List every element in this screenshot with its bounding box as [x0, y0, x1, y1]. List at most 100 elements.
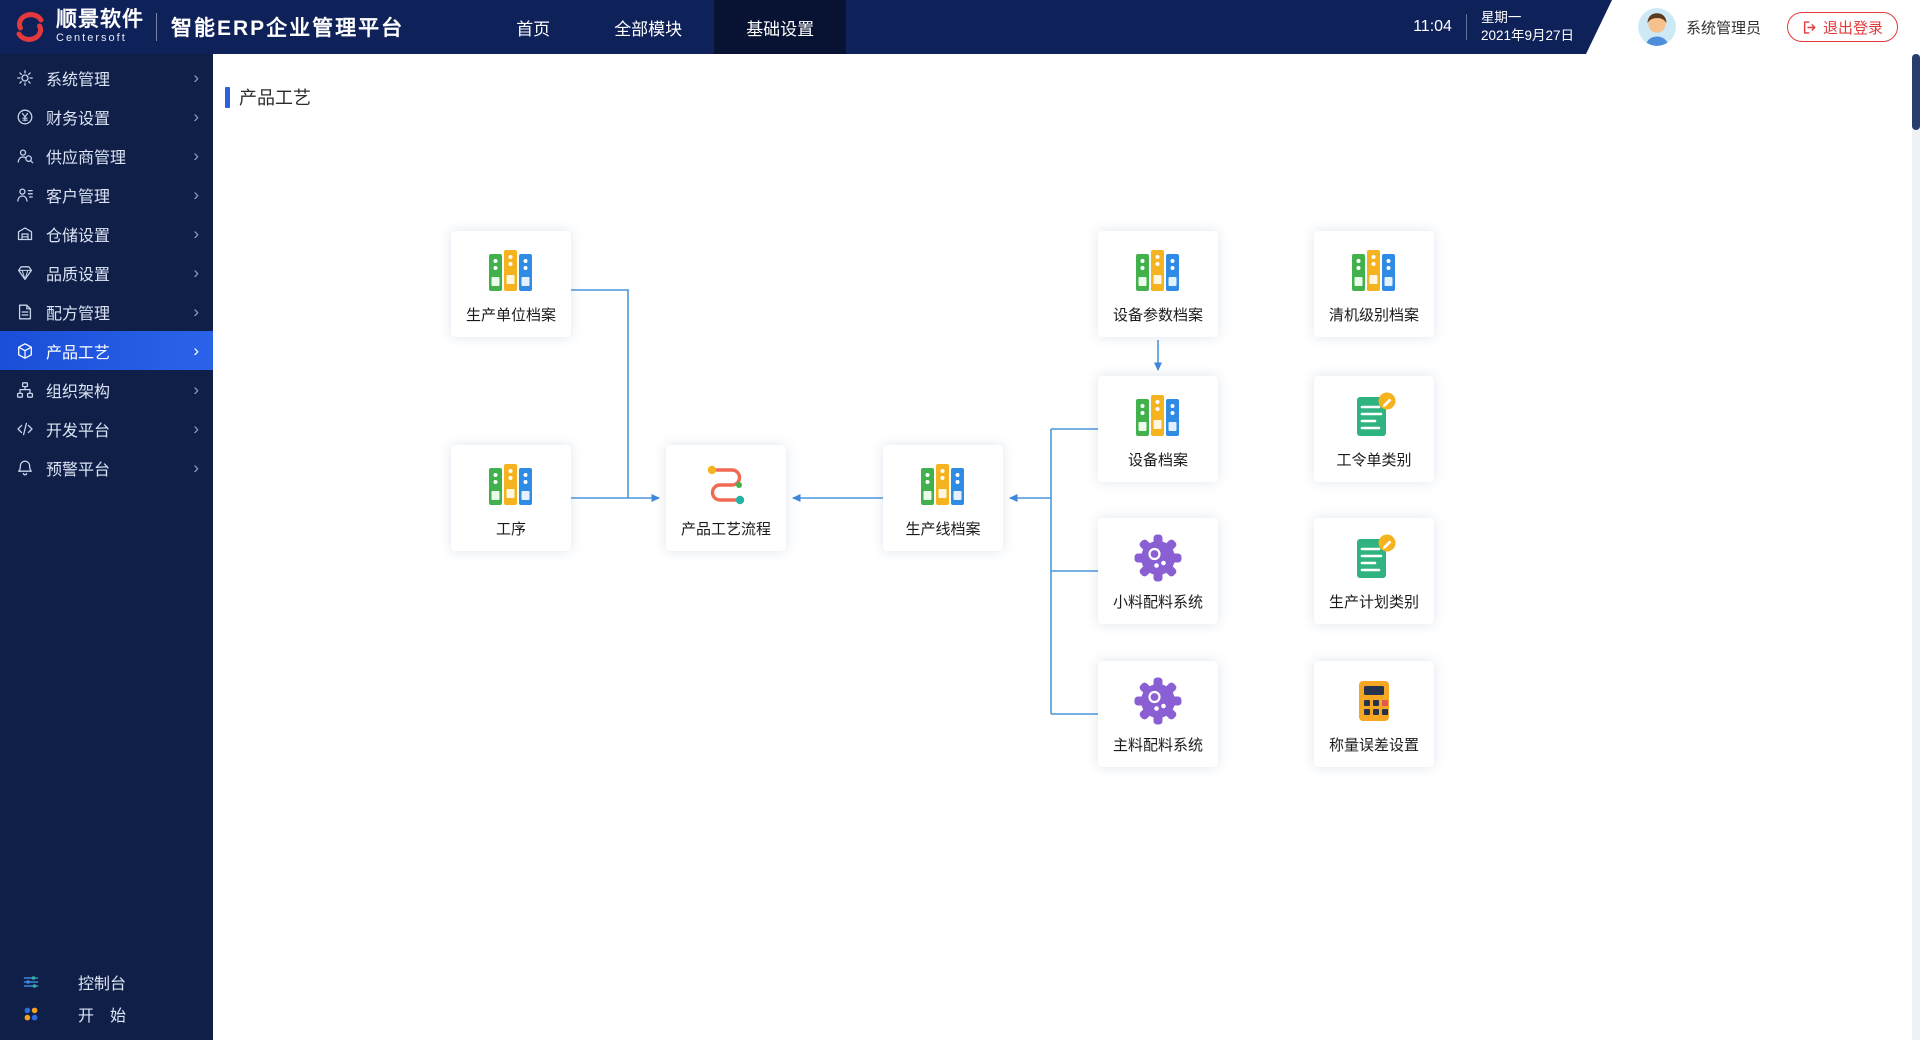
gear-icon [16, 69, 34, 87]
node-minor-ingredient-system[interactable]: 小料配料系统 [1098, 518, 1218, 624]
sidebar-item-warehouse-settings[interactable]: 仓储设置 › [0, 214, 213, 253]
top-nav: 首页 全部模块 基础设置 [484, 0, 847, 54]
sidebar-item-alert-platform[interactable]: 预警平台 › [0, 448, 213, 487]
brand-text: 顺景软件 Centersoft [56, 9, 144, 45]
sidebar-item-label: 品质设置 [46, 266, 111, 284]
clock: 11:04 星期一 2021年9月27日 [1413, 9, 1574, 45]
product-cube-icon [16, 342, 34, 360]
node-work-order-category[interactable]: 工令单类别 [1314, 376, 1434, 482]
node-cleaning-level-archive[interactable]: 清机级别档案 [1314, 231, 1434, 337]
node-equipment-archive[interactable]: 设备档案 [1098, 376, 1218, 482]
worksheet-icon [1346, 530, 1402, 586]
sidebar-item-product-process[interactable]: 产品工艺 › [0, 331, 213, 370]
finance-icon [16, 108, 34, 126]
customer-icon [16, 186, 34, 204]
clock-divider [1465, 14, 1467, 40]
scrollbar-track[interactable] [1912, 54, 1920, 1040]
process-flow-icon [698, 457, 754, 513]
chevron-right-icon: › [193, 146, 199, 165]
start-dots-icon [22, 1005, 40, 1023]
page-header: 产品工艺 [213, 54, 1920, 110]
sidebar-item-label: 仓储设置 [46, 227, 111, 245]
supplier-icon [16, 147, 34, 165]
sidebar-item-label: 开发平台 [46, 422, 111, 440]
calculator-icon [1346, 673, 1402, 729]
clock-weekday: 星期一 [1480, 9, 1522, 25]
chevron-right-icon: › [193, 419, 199, 438]
node-main-ingredient-system[interactable]: 主料配料系统 [1098, 661, 1218, 767]
user-area: 系统管理员 退出登录 [1586, 0, 1920, 54]
node-label: 设备档案 [1127, 452, 1188, 469]
archive-binders-icon [1130, 388, 1186, 444]
brand: 顺景软件 Centersoft [0, 7, 144, 47]
brand-logo-icon [10, 7, 50, 47]
sidebar-item-label: 配方管理 [46, 305, 111, 323]
sidebar-item-label: 预警平台 [46, 461, 111, 479]
brand-name: 顺景软件 [56, 8, 144, 32]
node-product-process-flow[interactable]: 产品工艺流程 [666, 445, 786, 551]
recipe-icon [16, 303, 34, 321]
archive-binders-icon [1130, 243, 1186, 299]
sidebar-item-label: 客户管理 [46, 188, 111, 206]
node-weighing-error-settings[interactable]: 称量误差设置 [1314, 661, 1434, 767]
clock-date-block: 星期一 2021年9月27日 [1481, 9, 1574, 45]
clock-date: 2021年9月27日 [1480, 28, 1574, 43]
chevron-right-icon: › [193, 107, 199, 126]
node-label: 生产单位档案 [465, 307, 556, 324]
code-icon [16, 420, 34, 438]
node-label: 工序 [495, 521, 526, 538]
nav-item-all-modules[interactable]: 全部模块 [614, 19, 683, 39]
start-button[interactable]: 开 始 [0, 998, 213, 1030]
node-label: 主料配料系统 [1112, 737, 1203, 754]
sidebar-item-label: 组织架构 [46, 383, 111, 401]
node-production-plan-category[interactable]: 生产计划类别 [1314, 518, 1434, 624]
sidebar-item-system-management[interactable]: 系统管理 › [0, 58, 213, 97]
nav-item-home[interactable]: 首页 [516, 19, 551, 39]
user-avatar[interactable] [1638, 8, 1676, 46]
sidebar-item-supplier-management[interactable]: 供应商管理 › [0, 136, 213, 175]
title-accent-bar [225, 86, 230, 108]
logout-icon [1802, 20, 1817, 35]
org-chart-icon [16, 381, 34, 399]
node-label: 设备参数档案 [1112, 307, 1203, 324]
node-process[interactable]: 工序 [451, 445, 571, 551]
node-label: 工令单类别 [1336, 452, 1412, 469]
node-label: 产品工艺流程 [680, 521, 771, 538]
logout-label: 退出登录 [1823, 19, 1884, 37]
nav-item-basic-settings[interactable]: 基础设置 [714, 0, 847, 54]
console-sliders-icon [22, 973, 40, 991]
app-title: 智能ERP企业管理平台 [171, 17, 405, 40]
top-header: 顺景软件 Centersoft 智能ERP企业管理平台 首页 全部模块 基础设置… [0, 0, 1920, 54]
sidebar: 系统管理 › 财务设置 › 供应商管理 › 客户管理 › 仓储设置 › 品质设置… [0, 54, 213, 1040]
console-label: 控制台 [78, 976, 127, 993]
sidebar-menu: 系统管理 › 财务设置 › 供应商管理 › 客户管理 › 仓储设置 › 品质设置… [0, 54, 213, 487]
console-button[interactable]: 控制台 [0, 966, 213, 998]
sidebar-item-label: 供应商管理 [46, 149, 127, 167]
chevron-right-icon: › [193, 68, 199, 87]
sidebar-item-finance-settings[interactable]: 财务设置 › [0, 97, 213, 136]
node-equipment-parameter-archive[interactable]: 设备参数档案 [1098, 231, 1218, 337]
brand-subtitle: Centersoft [56, 32, 127, 45]
start-label: 开 始 [78, 1008, 127, 1025]
sidebar-item-recipe-management[interactable]: 配方管理 › [0, 292, 213, 331]
chevron-right-icon: › [193, 224, 199, 243]
chevron-right-icon: › [193, 185, 199, 204]
scrollbar-thumb[interactable] [1912, 54, 1920, 130]
node-production-unit-archive[interactable]: 生产单位档案 [451, 231, 571, 337]
logout-button[interactable]: 退出登录 [1787, 12, 1899, 42]
sidebar-item-label: 财务设置 [46, 110, 111, 128]
user-name: 系统管理员 [1686, 19, 1762, 37]
node-production-line-archive[interactable]: 生产线档案 [883, 445, 1003, 551]
brand-divider [156, 13, 157, 41]
sidebar-item-dev-platform[interactable]: 开发平台 › [0, 409, 213, 448]
chevron-right-icon: › [193, 458, 199, 477]
quality-icon [16, 264, 34, 282]
sidebar-footer: 控制台 开 始 [0, 966, 213, 1040]
chevron-right-icon: › [193, 302, 199, 321]
archive-binders-icon [1346, 243, 1402, 299]
sidebar-item-customer-management[interactable]: 客户管理 › [0, 175, 213, 214]
chevron-right-icon: › [193, 341, 199, 360]
sidebar-item-organization[interactable]: 组织架构 › [0, 370, 213, 409]
sidebar-item-quality-settings[interactable]: 品质设置 › [0, 253, 213, 292]
chevron-right-icon: › [193, 263, 199, 282]
